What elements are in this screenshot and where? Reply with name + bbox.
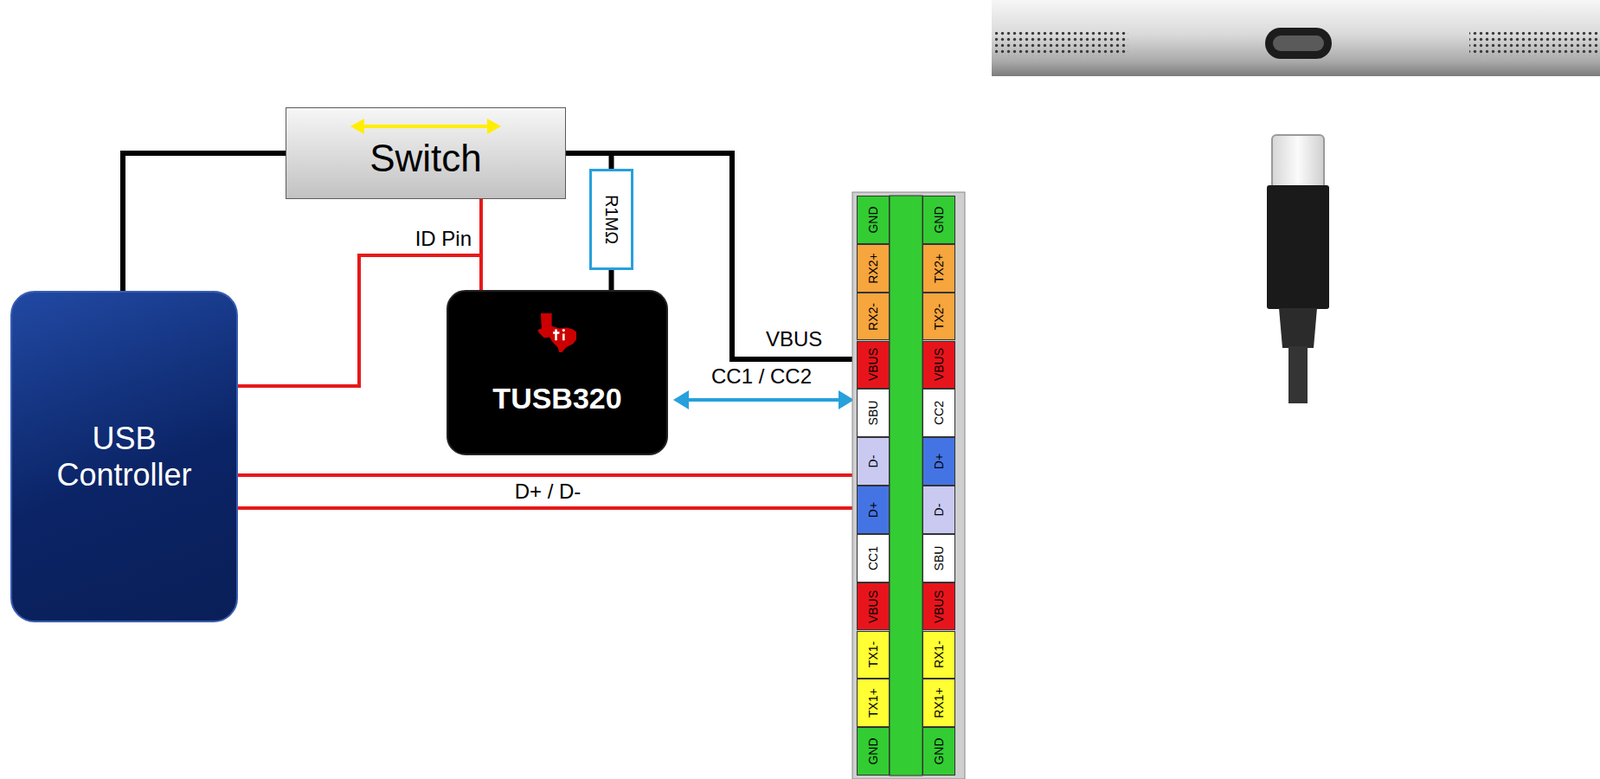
- pin-cell: TX1-: [856, 630, 890, 680]
- box-label: Switch: [369, 136, 482, 181]
- pin-name: TX2-: [931, 302, 946, 329]
- resistor-symbol: R1MΩ: [589, 168, 634, 270]
- signal-label: VBUS: [765, 327, 823, 352]
- pin-cell: D+: [856, 485, 890, 534]
- speaker-grille: [1469, 32, 1600, 57]
- signal-label: CC1 / CC2: [711, 364, 812, 389]
- pin-cell: D-: [922, 485, 956, 534]
- pin-cell: VBUS: [856, 340, 890, 390]
- pin-name: SBU: [866, 400, 881, 426]
- pin-name: RX1-: [931, 640, 946, 669]
- pin-name: VBUS: [931, 590, 946, 624]
- pin-name: D+: [931, 453, 946, 470]
- pin-cell: TX2-: [922, 292, 956, 341]
- pin-name: VBUS: [931, 347, 946, 381]
- pin-cell: D-: [856, 436, 890, 486]
- logo-mark: [552, 329, 564, 341]
- pin-cell: VBUS: [922, 340, 956, 390]
- pin-name: GND: [866, 738, 881, 765]
- pin-name: CC2: [931, 400, 946, 425]
- pin-cell: SBU: [922, 533, 956, 583]
- pin-cell: CC1: [856, 533, 890, 583]
- pin-name: SBU: [931, 545, 946, 571]
- connector-tongue: [889, 195, 923, 776]
- ti-logo: [533, 311, 580, 354]
- pin-name: D-: [931, 503, 946, 517]
- pin-name: GND: [931, 738, 946, 765]
- plug-body: [1266, 185, 1330, 309]
- usb-c-port-tongue: [1272, 35, 1324, 52]
- arrow-shaft: [360, 124, 491, 129]
- connector-frame: [852, 192, 965, 779]
- pin-name: GND: [866, 205, 881, 233]
- power-wire: [122, 153, 286, 291]
- pin-name: GND: [931, 205, 946, 233]
- logo-dot: [562, 328, 566, 332]
- logo-shape: [537, 313, 577, 353]
- pin-name: RX2+: [866, 252, 881, 283]
- speaker-grille: [995, 32, 1129, 57]
- resistor-label: R1MΩ: [601, 194, 622, 245]
- box-label: TUSB320: [492, 381, 622, 416]
- pin-cell: SBU: [856, 388, 890, 437]
- arrowhead: [487, 118, 502, 135]
- pin-cell: D+: [922, 436, 956, 486]
- pin-name: CC1: [866, 546, 881, 571]
- pin-name: TX1-: [866, 641, 881, 668]
- pin-cell: RX1-: [922, 630, 956, 680]
- usb-controller-box: USB Controller: [10, 290, 238, 623]
- signal-label: D+ / D-: [514, 479, 582, 504]
- signal-label: ID Pin: [415, 226, 472, 251]
- pin-cell: GND: [922, 195, 956, 245]
- strain-relief: [1278, 308, 1318, 348]
- pin-name: RX2-: [866, 302, 881, 331]
- switch-box: Switch: [285, 107, 566, 200]
- pin-cell: VBUS: [856, 582, 890, 631]
- plug-shell: [1272, 134, 1324, 189]
- usb-c-port: [1265, 27, 1332, 59]
- power-wire: [609, 269, 615, 290]
- pin-name: TX1+: [866, 687, 881, 718]
- pin-cell: CC2: [922, 388, 956, 437]
- pin-cell: GND: [856, 195, 890, 245]
- arrowhead: [350, 118, 365, 135]
- cc-arrowhead: [838, 390, 855, 410]
- pin-cell: RX2+: [856, 244, 890, 293]
- chip-box: TUSB320: [446, 289, 669, 456]
- cable: [1288, 346, 1308, 404]
- data-wire: [237, 506, 855, 510]
- pin-cell: TX1+: [856, 678, 890, 727]
- power-wire: [565, 153, 612, 169]
- cc-arrow-line: [685, 398, 842, 402]
- pin-name: D+: [866, 501, 881, 518]
- id-wire: [237, 255, 482, 386]
- cc-arrowhead: [673, 390, 689, 410]
- pin-name: VBUS: [866, 590, 881, 624]
- pin-name: VBUS: [866, 347, 881, 381]
- pin-cell: GND: [922, 726, 956, 776]
- pin-cell: RX1+: [922, 678, 956, 727]
- pin-name: TX2+: [931, 253, 946, 283]
- box-label: USB Controller: [38, 420, 212, 493]
- pin-cell: GND: [856, 726, 890, 776]
- pin-name: RX1+: [931, 687, 946, 719]
- pin-name: D-: [866, 455, 881, 469]
- pin-cell: TX2+: [922, 244, 956, 293]
- pin-cell: VBUS: [922, 582, 956, 631]
- data-wire: [237, 473, 855, 477]
- pin-cell: RX2-: [856, 292, 890, 341]
- device-edge: [991, 0, 1600, 77]
